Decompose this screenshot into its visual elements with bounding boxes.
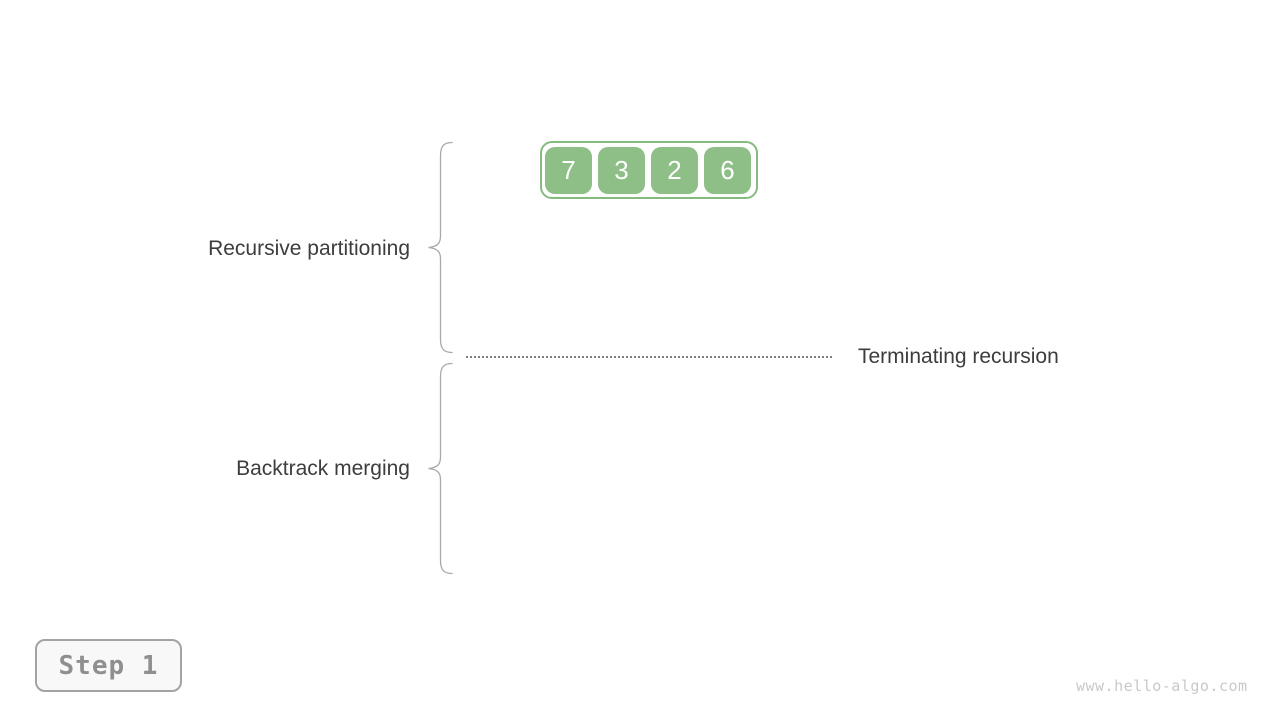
label-terminating-recursion: Terminating recursion <box>858 345 1059 368</box>
array-cell: 3 <box>598 146 645 194</box>
label-recursive-partitioning: Recursive partitioning <box>208 237 410 260</box>
watermark: www.hello-algo.com <box>1076 677 1248 695</box>
curly-brace-backtrack-merging <box>428 362 453 575</box>
terminating-recursion-dotted-line <box>466 356 834 358</box>
label-backtrack-merging: Backtrack merging <box>236 457 410 480</box>
array-container: 7 3 2 6 <box>540 141 758 199</box>
array-cell: 6 <box>704 146 751 194</box>
curly-brace-recursive-partitioning <box>428 141 453 354</box>
array-cell: 2 <box>651 146 698 194</box>
array-cell: 7 <box>545 146 592 194</box>
step-badge: Step 1 <box>35 639 182 692</box>
